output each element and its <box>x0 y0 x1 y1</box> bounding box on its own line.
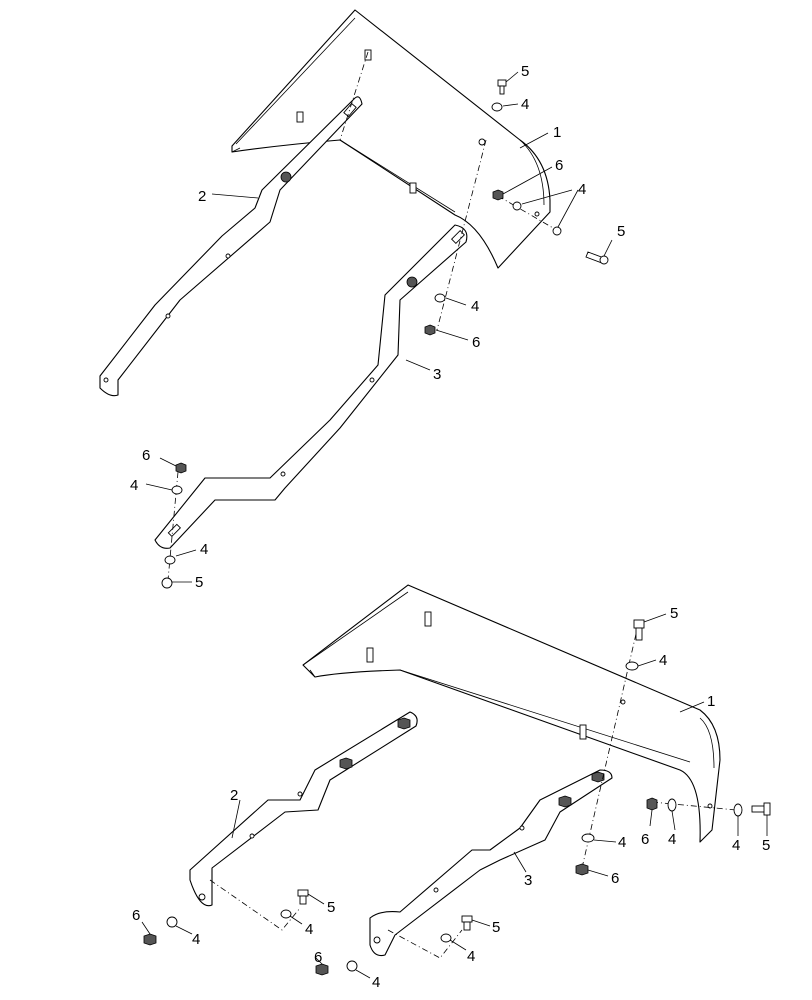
bottom-fender-stud-icon <box>366 647 374 663</box>
bottom-bracket-nut-icon <box>339 757 353 770</box>
bottom-washer-upper-icon <box>625 661 639 671</box>
top-bracket-nut-icon <box>280 171 292 183</box>
top-bracket-left <box>99 96 363 397</box>
top-callout-nut-side: 6 <box>555 157 563 174</box>
bottom-washer-right-icon <box>440 933 452 943</box>
top-washer-side-icon <box>512 201 522 211</box>
top-bracket-slot-icon <box>343 102 357 118</box>
bottom-washer-left-icon <box>166 916 178 928</box>
bottom-callout-bracket-right: 3 <box>524 872 532 889</box>
top-callout-washer-mid: 4 <box>471 298 479 315</box>
bottom-washer-side-b-icon <box>733 803 743 817</box>
bottom-fender-stud-icon <box>424 611 432 627</box>
top-washer-mid-icon <box>434 293 446 303</box>
top-washer-side-b-icon <box>552 226 562 236</box>
top-callout-nut-lower: 6 <box>142 447 150 464</box>
top-bracket-hole-icon <box>103 377 109 383</box>
top-callout-washer-upper: 4 <box>521 96 529 113</box>
top-callout-nut-mid: 6 <box>472 334 480 351</box>
top-callout-bolt-lower: 5 <box>195 574 203 591</box>
top-fender <box>231 9 551 269</box>
top-bracket-hole-icon <box>225 253 231 259</box>
top-nut-mid-icon <box>424 324 436 336</box>
top-bracket-hole-icon <box>280 471 286 477</box>
top-nut-side-icon <box>492 189 504 201</box>
bottom-bracket-hole-icon <box>297 791 303 797</box>
bottom-bracket-hole-icon <box>198 893 206 901</box>
bottom-fender <box>302 584 721 843</box>
top-nut-lower-icon <box>175 462 187 474</box>
top-fender-hole-icon <box>478 138 486 146</box>
top-assembly: 5 4 1 6 4 5 4 6 3 2 6 4 4 5 <box>99 9 625 591</box>
bottom-bracket-right <box>369 769 613 957</box>
bottom-callout-washer-upper: 4 <box>659 652 667 669</box>
top-bracket-hole-icon <box>369 377 375 383</box>
bottom-callout-washer-side: 4 <box>668 831 676 848</box>
top-bolt-upper-icon <box>497 79 507 95</box>
bottom-callout-fender: 1 <box>707 693 715 710</box>
bottom-fender-hole-icon <box>707 803 713 809</box>
bottom-callout-washer-left: 4 <box>192 931 200 948</box>
bottom-callout-bolt-upper: 5 <box>670 605 678 622</box>
top-bracket-hole-icon <box>165 313 171 319</box>
bottom-callout-washer-mid: 4 <box>618 834 626 851</box>
bottom-callout-washer-side-b: 4 <box>732 837 740 854</box>
top-callout-bolt-side: 5 <box>617 223 625 240</box>
bottom-bracket-left <box>189 711 418 907</box>
top-washer-upper-icon <box>491 102 503 112</box>
bottom-nut-left-icon <box>143 933 157 946</box>
bottom-callout-washer-right: 4 <box>467 948 475 965</box>
top-fender-stud-icon <box>296 111 304 123</box>
bottom-callout-nut-right: 6 <box>314 949 322 966</box>
bottom-nut-right-icon <box>315 963 329 976</box>
bottom-callout-nut-side: 6 <box>641 831 649 848</box>
bottom-callout-washer-right-b: 4 <box>372 974 380 991</box>
bottom-callout-bolt-side: 5 <box>762 837 770 854</box>
top-callout-bracket-right: 3 <box>433 366 441 383</box>
bottom-bracket-hole-icon <box>519 825 525 831</box>
bottom-nut-side-icon <box>646 797 658 811</box>
top-fender-stud-icon <box>409 182 417 194</box>
bottom-washer-mid-icon <box>581 833 595 843</box>
top-callout-washer-side: 4 <box>578 181 586 198</box>
bottom-callout-nut-mid: 6 <box>611 870 619 887</box>
bottom-bolt-right-icon <box>461 915 473 931</box>
bottom-bolt-left-icon <box>297 889 309 905</box>
bottom-fender-stud-icon <box>579 724 587 740</box>
bottom-bracket-hole-icon <box>249 833 255 839</box>
top-fender-stud-icon <box>364 49 372 61</box>
top-washer-lower-b-icon <box>164 555 176 565</box>
bottom-washer-right-b-icon <box>346 960 358 972</box>
bottom-bracket-hole-icon <box>373 936 381 944</box>
top-callout-fender: 1 <box>553 124 561 141</box>
top-bracket-nut-icon <box>406 276 418 288</box>
top-callout-washer-lower-b: 4 <box>200 541 208 558</box>
bottom-callout-washer-left-b: 4 <box>305 921 313 938</box>
bottom-washer-side-icon <box>667 798 677 812</box>
top-washer-lower-icon <box>171 485 183 495</box>
bottom-callout-nut-left: 6 <box>132 907 140 924</box>
bottom-callout-bolt-right: 5 <box>492 919 500 936</box>
top-bolt-lower-icon <box>161 577 173 589</box>
bottom-bolt-side-icon <box>751 802 771 816</box>
bottom-callout-bolt-left: 5 <box>327 899 335 916</box>
bottom-fender-hole-icon <box>620 699 626 705</box>
bottom-assembly: 5 4 1 4 6 6 4 4 5 2 3 6 4 5 4 5 4 6 4 <box>132 584 771 991</box>
bottom-nut-mid-icon <box>575 863 589 876</box>
top-fender-hole-icon <box>534 211 540 217</box>
bottom-bracket-nut-icon <box>591 771 605 783</box>
top-callout-washer-lower: 4 <box>130 477 138 494</box>
top-callout-bolt-upper: 5 <box>521 63 529 80</box>
bottom-bolt-upper-icon <box>633 619 645 641</box>
bottom-washer-left-b-icon <box>280 909 292 919</box>
bottom-bracket-nut-icon <box>558 795 572 808</box>
bottom-callout-bracket-left: 2 <box>230 787 238 804</box>
bottom-bracket-hole-icon <box>433 887 439 893</box>
bottom-bracket-nut-icon <box>397 717 411 730</box>
top-callout-bracket-left: 2 <box>198 188 206 205</box>
